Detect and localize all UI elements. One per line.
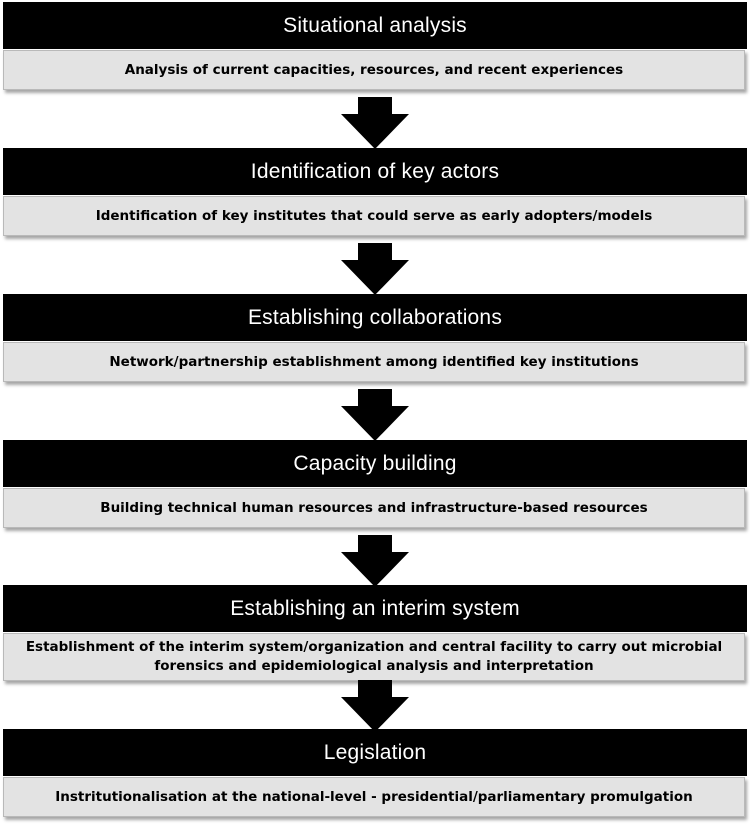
- step-description: Analysis of current capacities, resource…: [3, 50, 745, 90]
- step-title: Establishing collaborations: [3, 294, 747, 341]
- step-title: Capacity building: [3, 440, 747, 487]
- down-arrow-icon: [341, 243, 409, 295]
- step-description: Network/partnership establishment among …: [3, 342, 745, 382]
- down-arrow-icon: [341, 389, 409, 441]
- step-description: Instritutionalisation at the national-le…: [3, 777, 745, 817]
- step-title: Establishing an interim system: [3, 585, 747, 632]
- process-flow-diagram: Situational analysis Analysis of current…: [3, 0, 747, 825]
- down-arrow-icon: [341, 680, 409, 732]
- step-description: Establishment of the interim system/orga…: [3, 633, 745, 681]
- step-title: Legislation: [3, 729, 747, 776]
- step-title: Situational analysis: [3, 2, 747, 49]
- down-arrow-icon: [341, 535, 409, 587]
- step-description: Identification of key institutes that co…: [3, 196, 745, 236]
- step-title: Identification of key actors: [3, 148, 747, 195]
- down-arrow-icon: [341, 97, 409, 149]
- step-description: Building technical human resources and i…: [3, 488, 745, 528]
